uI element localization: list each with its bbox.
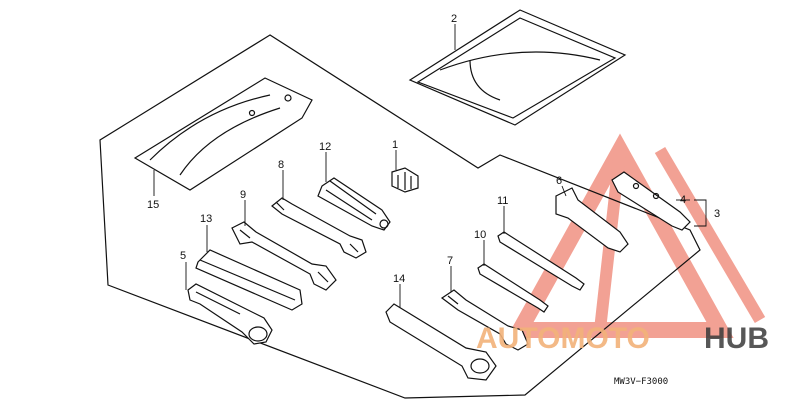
screwdriver-handle bbox=[317, 177, 391, 231]
spark-plug-wrench bbox=[187, 283, 273, 345]
open-end-wrench-7 bbox=[440, 289, 529, 351]
fuse-puller bbox=[391, 167, 419, 193]
tool-tray-outline bbox=[99, 34, 701, 399]
diagram-code: MW3V−F3000 bbox=[614, 377, 668, 387]
callout-14: 14 bbox=[393, 273, 405, 285]
handle-bar bbox=[195, 249, 303, 311]
callout-7: 7 bbox=[447, 255, 453, 267]
watermark-text-hub: HUB bbox=[704, 322, 769, 355]
open-end-wrench-8 bbox=[271, 197, 367, 259]
tool-bag bbox=[408, 9, 627, 126]
watermark-text-automoto: AUTOMOTO bbox=[476, 322, 650, 355]
callout-8: 8 bbox=[278, 159, 284, 171]
watermark-logo: AUTOMOTO HUB bbox=[476, 322, 769, 355]
callout-4: 4 bbox=[680, 194, 686, 206]
callout-3: 3 bbox=[714, 208, 720, 220]
callout-9: 9 bbox=[240, 189, 246, 201]
spanner-4 bbox=[611, 171, 691, 231]
callout-15: 15 bbox=[147, 199, 159, 211]
callout-13: 13 bbox=[200, 213, 212, 225]
callout-2: 2 bbox=[451, 13, 457, 25]
callout-11: 11 bbox=[497, 195, 508, 207]
open-end-wrench-9 bbox=[231, 221, 337, 291]
screwdriver-11 bbox=[497, 231, 585, 291]
callout-6: 6 bbox=[556, 175, 562, 187]
tool-roll bbox=[133, 77, 313, 191]
callout-5: 5 bbox=[180, 250, 186, 262]
callout-12: 12 bbox=[319, 141, 331, 153]
pin-spanner bbox=[555, 187, 629, 253]
box-wrench bbox=[385, 303, 497, 381]
screwdriver-10 bbox=[477, 263, 549, 313]
callout-1: 1 bbox=[392, 139, 398, 151]
callout-10: 10 bbox=[474, 229, 486, 241]
leader-lines bbox=[153, 24, 707, 308]
